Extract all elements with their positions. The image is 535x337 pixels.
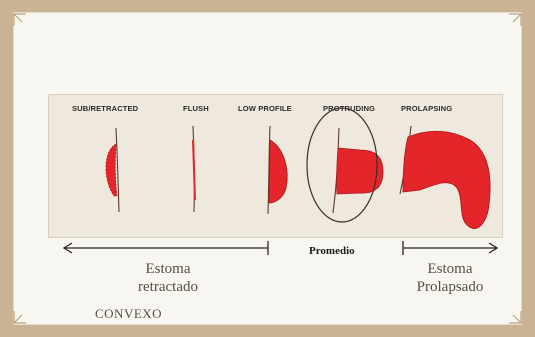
label-estoma-retractado: Estoma retractado — [128, 260, 208, 296]
label-promedio: Promedio — [309, 245, 355, 257]
stoma-sub-retracted — [106, 144, 117, 196]
stoma-prolapsing — [403, 131, 490, 228]
stoma-low-profile — [269, 140, 287, 203]
label-estoma-prolapsado: Estoma Prolapsado — [405, 260, 495, 296]
label-convexo: CONVEXO — [95, 306, 162, 322]
skin-line-sub-retracted — [116, 128, 119, 212]
stoma-flush — [193, 140, 195, 200]
